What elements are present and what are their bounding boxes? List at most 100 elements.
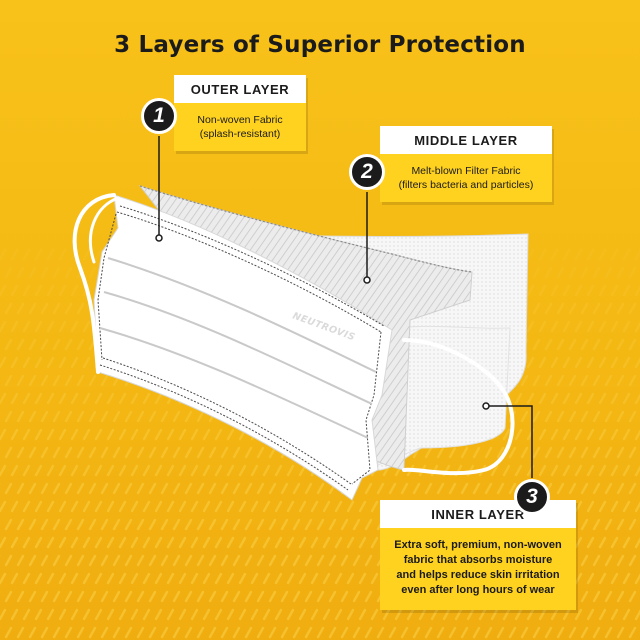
background-stripe — [70, 464, 79, 477]
background-stripe — [160, 554, 169, 567]
background-stripe — [34, 392, 43, 405]
background-stripe — [208, 590, 217, 603]
background-stripe — [76, 482, 85, 495]
background-stripe — [22, 356, 31, 369]
background-stripe — [610, 320, 619, 333]
background-stripe — [574, 500, 583, 513]
background-stripe — [202, 428, 211, 441]
background-stripe — [172, 518, 181, 531]
background-stripe — [112, 446, 121, 459]
background-stripe — [358, 536, 367, 549]
background-stripe — [10, 356, 19, 369]
background-stripe — [304, 518, 313, 531]
background-stripe — [268, 626, 277, 639]
background-stripe — [580, 446, 589, 459]
background-stripe — [190, 500, 199, 513]
background-stripe — [202, 464, 211, 477]
background-stripe — [610, 572, 619, 585]
background-stripe — [10, 392, 19, 405]
background-stripe — [136, 626, 145, 639]
background-stripe — [0, 464, 7, 477]
background-stripe — [466, 608, 475, 621]
background-stripe — [16, 302, 25, 315]
background-stripe — [532, 266, 541, 279]
outer-layer-callout: OUTER LAYER Non-woven Fabric (splash-res… — [174, 75, 306, 151]
background-stripe — [226, 608, 235, 621]
background-stripe — [112, 410, 121, 423]
background-stripe — [616, 518, 625, 531]
background-stripe — [52, 482, 61, 495]
background-stripe — [346, 608, 355, 621]
background-stripe — [148, 446, 157, 459]
background-stripe — [520, 374, 529, 387]
background-stripe — [184, 626, 193, 639]
background-stripe — [598, 608, 607, 621]
background-stripe — [628, 266, 637, 279]
background-stripe — [100, 554, 109, 567]
background-stripe — [592, 482, 601, 495]
background-stripe — [10, 248, 19, 261]
background-stripe — [628, 302, 637, 315]
background-stripe — [52, 554, 61, 567]
background-stripe — [130, 500, 139, 513]
background-stripe — [118, 464, 127, 477]
background-stripe — [142, 464, 151, 477]
background-stripe — [406, 608, 415, 621]
background-stripe — [64, 410, 73, 423]
background-stripe — [166, 464, 175, 477]
background-stripe — [616, 266, 625, 279]
background-stripe — [580, 266, 589, 279]
background-stripe — [292, 590, 301, 603]
background-stripe — [0, 320, 7, 333]
background-stripe — [544, 410, 553, 423]
background-stripe — [100, 590, 109, 603]
background-stripe — [628, 554, 637, 567]
background-stripe — [496, 482, 505, 495]
background-stripe — [172, 626, 181, 639]
background-stripe — [124, 518, 133, 531]
background-stripe — [280, 626, 289, 639]
background-stripe — [286, 500, 295, 513]
background-stripe — [52, 626, 61, 639]
background-stripe — [424, 626, 433, 639]
background-stripe — [310, 536, 319, 549]
background-stripe — [58, 284, 67, 297]
background-stripe — [544, 266, 553, 279]
background-stripe — [238, 500, 247, 513]
background-stripe — [610, 356, 619, 369]
background-stripe — [64, 338, 73, 351]
background-stripe — [490, 464, 499, 477]
background-stripe — [256, 446, 265, 459]
background-stripe — [166, 428, 175, 441]
background-stripe — [454, 608, 463, 621]
background-stripe — [424, 446, 433, 459]
page-title: 3 Layers of Superior Protection — [114, 32, 526, 58]
background-stripe — [34, 464, 43, 477]
background-stripe — [16, 554, 25, 567]
background-stripe — [370, 536, 379, 549]
background-stripe — [568, 374, 577, 387]
background-stripe — [4, 626, 13, 639]
background-stripe — [580, 482, 589, 495]
background-stripe — [604, 590, 613, 603]
background-stripe — [376, 482, 385, 495]
background-stripe — [334, 536, 343, 549]
background-stripe — [520, 446, 529, 459]
background-stripe — [598, 356, 607, 369]
background-stripe — [358, 608, 367, 621]
background-stripe — [598, 500, 607, 513]
background-stripe — [4, 554, 13, 567]
background-stripe — [172, 410, 181, 423]
background-stripe — [196, 518, 205, 531]
background-stripe — [16, 410, 25, 423]
background-stripe — [400, 626, 409, 639]
background-stripe — [250, 608, 259, 621]
background-stripe — [616, 554, 625, 567]
background-stripe — [634, 573, 640, 585]
background-stripe — [274, 608, 283, 621]
background-stripe — [556, 446, 565, 459]
background-stripe — [94, 536, 103, 549]
background-stripe — [400, 482, 409, 495]
background-stripe — [610, 500, 619, 513]
